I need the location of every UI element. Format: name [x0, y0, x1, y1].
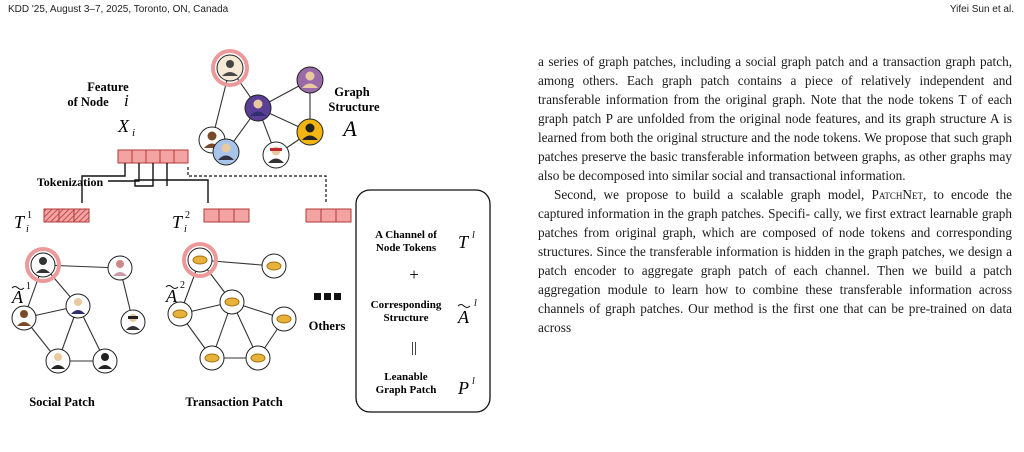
running-header-right: Yifei Sun et al. [949, 4, 1014, 15]
model-name: PatchNet [871, 187, 923, 202]
legend-channel-symbol: T [458, 232, 470, 252]
tokenization-connectors [81, 163, 209, 203]
original-graph-nodes [198, 49, 324, 169]
p2-line-5: we design a patch encoder to aggregate g… [538, 244, 1012, 278]
p2-line-7: these transferable information across ch… [538, 282, 1012, 316]
t2-subscript: i [184, 224, 187, 235]
paragraph-2: Second, we propose to build a scalable g… [538, 185, 1012, 337]
p1-line-9: be decomposed into similar social and tr… [562, 168, 906, 183]
p1-line-4: the original graph. Note that the node t… [538, 92, 1013, 126]
feature-token-vector [117, 149, 189, 164]
legend-patch-sup: l [472, 376, 475, 387]
tokenization-label: Tokenization [37, 175, 104, 189]
legend-equals: || [411, 340, 417, 356]
xi-subscript: i [132, 127, 135, 139]
p1-line-2: transaction graph patch, among others. E… [538, 54, 1013, 88]
social-patch-nodes [11, 247, 146, 374]
p2-intro: Second, we propose to build a scalable g… [554, 187, 872, 202]
social-patch-label: Social Patch [29, 395, 95, 409]
t2-superscript: 2 [185, 210, 190, 221]
a2-symbol: A [165, 286, 178, 306]
a2-tilde [165, 285, 179, 289]
a1-superscript: 1 [26, 281, 31, 292]
xi-symbol: X [117, 116, 130, 136]
running-header-left: KDD '25, August 3–7, 2025, Toronto, ON, … [8, 4, 229, 15]
p1-line-3: a piece of relatively independent and tr… [538, 73, 1012, 107]
figure-graph-patches: Feature of Node i Graph Structure A X i … [0, 40, 500, 452]
legend-channel-line-1: A Channel of [375, 229, 437, 241]
others-ellipsis [314, 293, 341, 300]
p1-line-1: a series of graph patches, including a s… [538, 54, 879, 69]
t1-symbol: T [14, 212, 26, 232]
t1-superscript: 1 [27, 210, 32, 221]
legend-corr-line-1: Corresponding [371, 299, 442, 311]
p2-line-4: Since the transferable information is hi… [596, 244, 945, 259]
transaction-patch-label: Transaction Patch [185, 395, 282, 409]
legend-corr-tilde [457, 304, 471, 308]
feature-label-1: Feature [87, 80, 129, 94]
graph-structure-label-2: Structure [328, 100, 380, 114]
others-label: Others [309, 319, 346, 333]
p1-line-7: tokens. We propose that such graph patch… [538, 130, 1012, 164]
legend-plus: + [409, 265, 419, 284]
p2-line-2: cally, we first extract learnable graph … [538, 206, 1012, 240]
p1-line-8: transferable information between graphs,… [538, 149, 1012, 183]
t2-symbol: T [172, 212, 184, 232]
others-token-vector [305, 208, 352, 223]
p2-line-6: Then we build a patch aggregation module… [538, 263, 1012, 297]
legend-corr-symbol: A [457, 307, 470, 327]
legend-patch-symbol: P [457, 378, 469, 398]
transaction-token-vector [203, 208, 250, 223]
legend-corr-sup: l [474, 298, 477, 309]
paragraph-1: a series of graph patches, including a s… [538, 52, 1012, 185]
t1-subscript: i [26, 224, 29, 235]
a1-symbol: A [11, 287, 24, 307]
feature-node-symbol: i [124, 91, 129, 110]
legend-corr-line-2: Structure [383, 312, 428, 324]
p1-line-6: structure A is learned from both the ori… [538, 111, 1013, 145]
body-text-column: a series of graph patches, including a s… [538, 52, 1012, 337]
p2-line-8: Our method is the first one that can be … [538, 301, 1013, 335]
p2-line-1: , to encode the captured information in … [538, 187, 1012, 221]
graph-symbol-a: A [341, 116, 357, 141]
legend-channel-line-2: Node Tokens [376, 242, 437, 254]
transaction-patch-nodes [167, 242, 297, 371]
legend-channel-sup: l [472, 230, 475, 241]
legend-patch-line-2: Graph Patch [376, 384, 437, 396]
others-connector [187, 167, 327, 203]
legend-box [355, 189, 491, 413]
p2-line-3: which are composed of node tokens and co… [538, 225, 1012, 259]
social-token-vector [43, 208, 90, 223]
a1-tilde [11, 286, 25, 290]
legend-patch-line-1: Leanable [384, 371, 428, 383]
a2-superscript: 2 [180, 280, 185, 291]
feature-label-2: of Node [67, 95, 109, 109]
p1-line-5: patch P are unfolded from the original n… [572, 111, 936, 126]
graph-structure-label-1: Graph [334, 85, 369, 99]
